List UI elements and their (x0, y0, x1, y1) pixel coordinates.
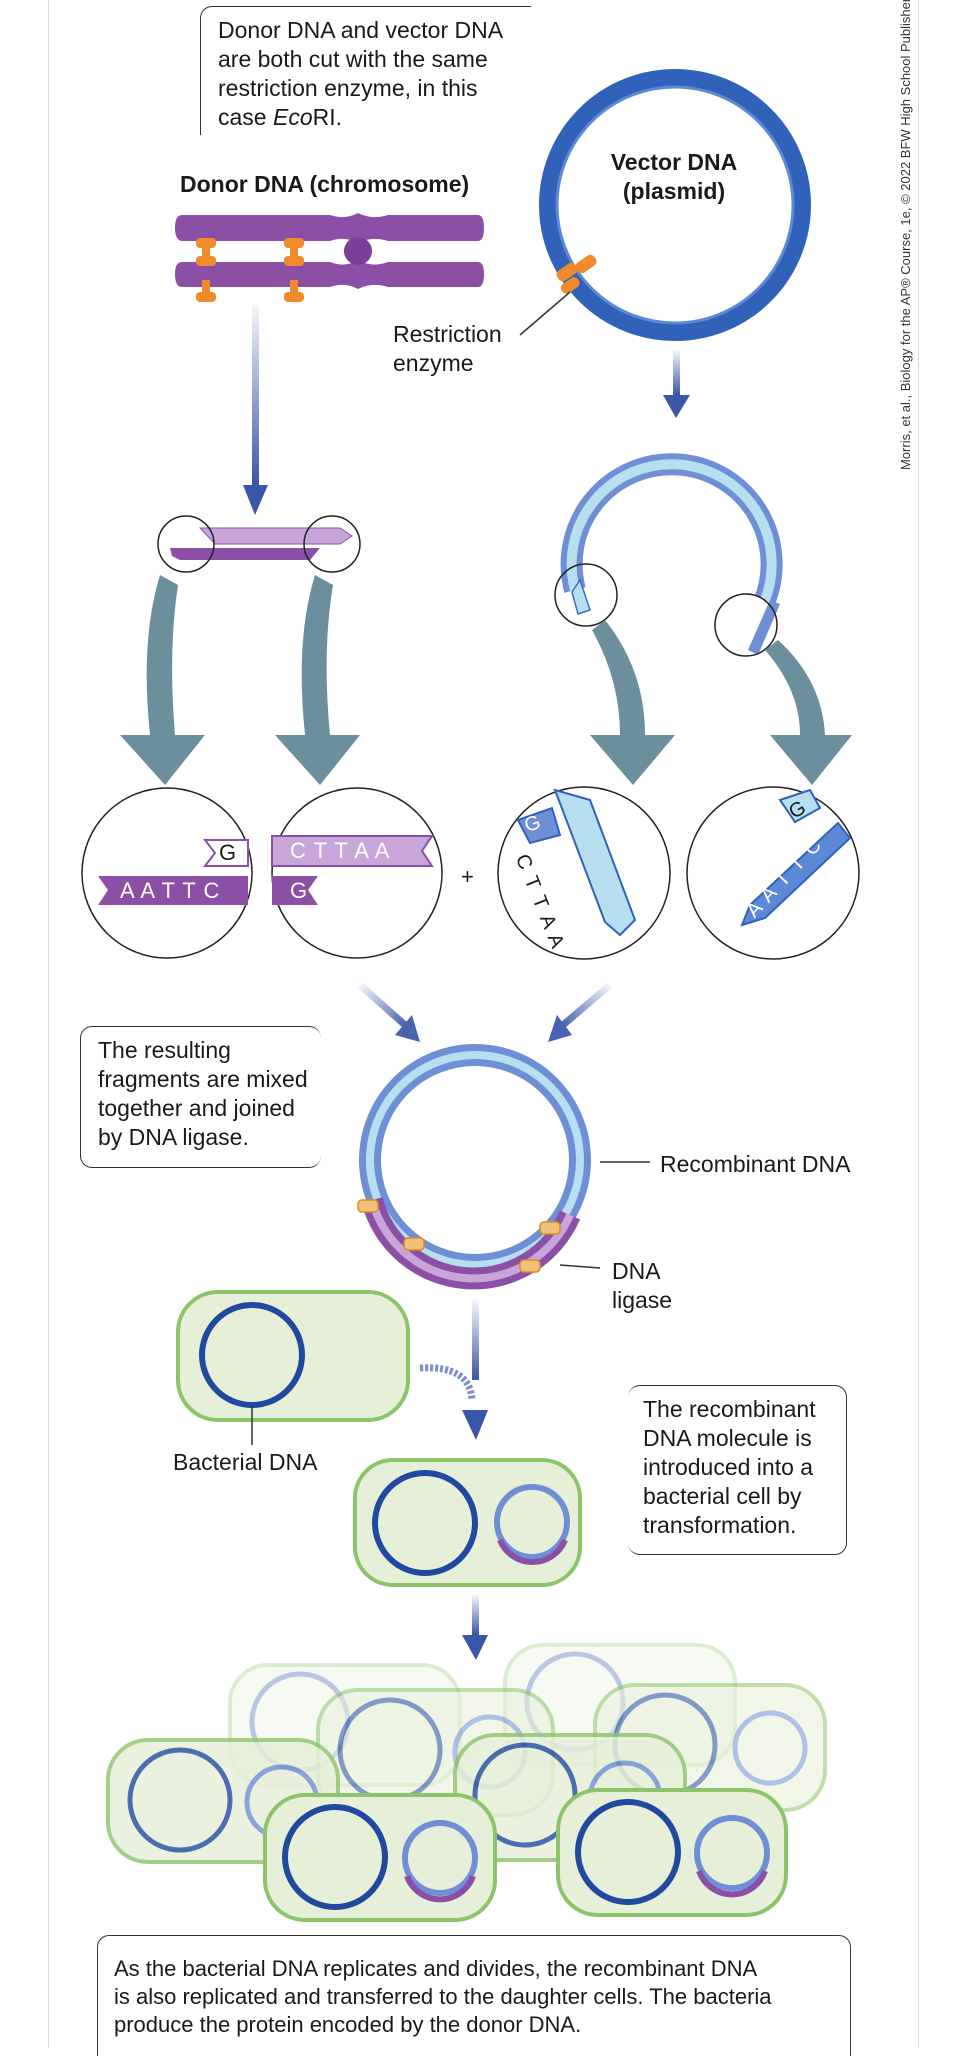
vector-arrow-down (673, 350, 680, 395)
caption-transformation-box (628, 1385, 847, 1555)
donor-chromosome (175, 213, 484, 302)
colony-arrow-down (472, 1595, 479, 1635)
bacterium-original (176, 1290, 410, 1445)
caption-mixed: The resulting fragments are mixed togeth… (98, 1037, 308, 1150)
label-vector-dna: Vector DNA (plasmid) (610, 149, 738, 204)
label-dna-ligase: DNA ligase (612, 1258, 673, 1313)
bacterial-colony (106, 1643, 827, 1922)
caption-mixed-box (80, 1026, 321, 1168)
magnified-vector-right (686, 786, 860, 960)
magnified-donor-left (81, 787, 253, 959)
merge-arrow-right (560, 982, 613, 1028)
caption-replication: As the bacterial DNA replicates and divi… (114, 1956, 772, 2037)
seq-donor-left-top: G (219, 840, 237, 865)
recombinant-plasmid (357, 1044, 650, 1290)
label-donor-dna: Donor DNA (chromosome) (180, 171, 470, 197)
donor-arrow-down (252, 305, 259, 485)
plus-sign: + (461, 864, 474, 889)
credit-line: Morris, et al., Biology for the AP® Cour… (898, 0, 913, 470)
seq-donor-right-top: C T T A A (290, 838, 391, 863)
caption-cut: Donor DNA and vector DNA are both cut wi… (218, 17, 504, 130)
opened-vector (554, 453, 783, 657)
restriction-site-2 (284, 238, 304, 302)
bacterium-transformed (353, 1458, 582, 1587)
magnified-vector-left (497, 786, 671, 960)
label-recombinant-dna: Recombinant DNA (660, 1151, 851, 1177)
restriction-site-1 (196, 238, 216, 302)
caption-replication-box (97, 1935, 851, 2056)
caption-cut-box (200, 6, 531, 135)
page-rule-left (48, 0, 49, 2048)
magnified-donor-right (271, 787, 443, 959)
label-restriction-enzyme: Restriction enzyme (393, 321, 502, 376)
page-rule-right (918, 0, 919, 2048)
merge-arrow-left (357, 982, 408, 1028)
caption-transformation: The recombinant DNA molecule is introduc… (643, 1396, 816, 1538)
seq-donor-left-bottom: A A T T C (120, 878, 221, 903)
recombinant-arrow-down (472, 1300, 479, 1380)
seq-donor-right-bottom: G (290, 878, 308, 903)
label-bacterial-dna: Bacterial DNA (173, 1449, 318, 1475)
zoom-arrows (120, 575, 852, 785)
vector-plasmid (519, 69, 811, 341)
plasmid-restriction-site (556, 254, 597, 294)
donor-fragment (157, 515, 361, 573)
